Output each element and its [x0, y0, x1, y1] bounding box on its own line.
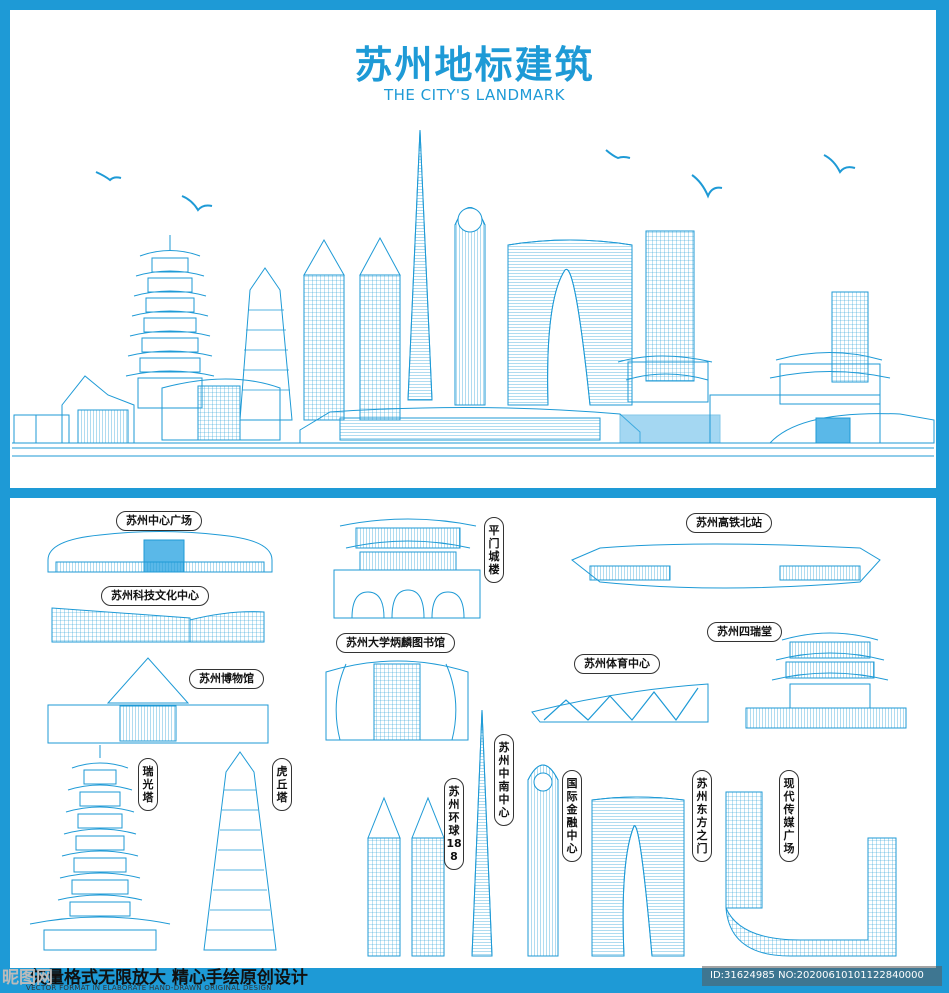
label-science-center: 苏州科技文化中心 [101, 586, 209, 606]
label-sirui-hall: 苏州四瑞堂 [707, 622, 782, 642]
label-library: 苏州大学炳麟图书馆 [336, 633, 455, 653]
label-media-plaza: 现代传媒广场 [779, 770, 799, 862]
label-ruiguang-pagoda: 瑞光塔 [138, 758, 158, 811]
label-sports-center: 苏州体育中心 [574, 654, 660, 674]
page-subtitle: THE CITY'S LANDMARK [383, 86, 566, 104]
footer-subtext: VECTOR FORMAT IN ELABORATE HAND-DRAWN OR… [26, 984, 272, 992]
skyline [12, 129, 935, 457]
footer-slogan: 矢量格式无限放大 精心手绘原创设计 [30, 968, 308, 988]
label-center-square: 苏州中心广场 [116, 511, 202, 531]
watermark-logo: 昵图网 [2, 968, 53, 988]
bird-icon [95, 149, 856, 212]
landmark-catalog [29, 518, 907, 957]
label-museum: 苏州博物馆 [189, 669, 264, 689]
label-huanqiu-188: 苏州环球188 [444, 778, 464, 870]
label-zhongnan-center: 苏州中南中心 [494, 734, 514, 826]
label-tiger-hill-pagoda: 虎丘塔 [272, 758, 292, 811]
label-pingmen-gate: 平门城楼 [484, 517, 504, 583]
label-ifc: 国际金融中心 [562, 770, 582, 862]
label-hsr-station: 苏州高铁北站 [686, 513, 772, 533]
page-title: 苏州地标建筑 [354, 43, 595, 87]
watermark-id: ID:31624985 NO:20200610101122840000 [702, 966, 942, 986]
label-gate-of-orient: 苏州东方之门 [692, 770, 712, 862]
